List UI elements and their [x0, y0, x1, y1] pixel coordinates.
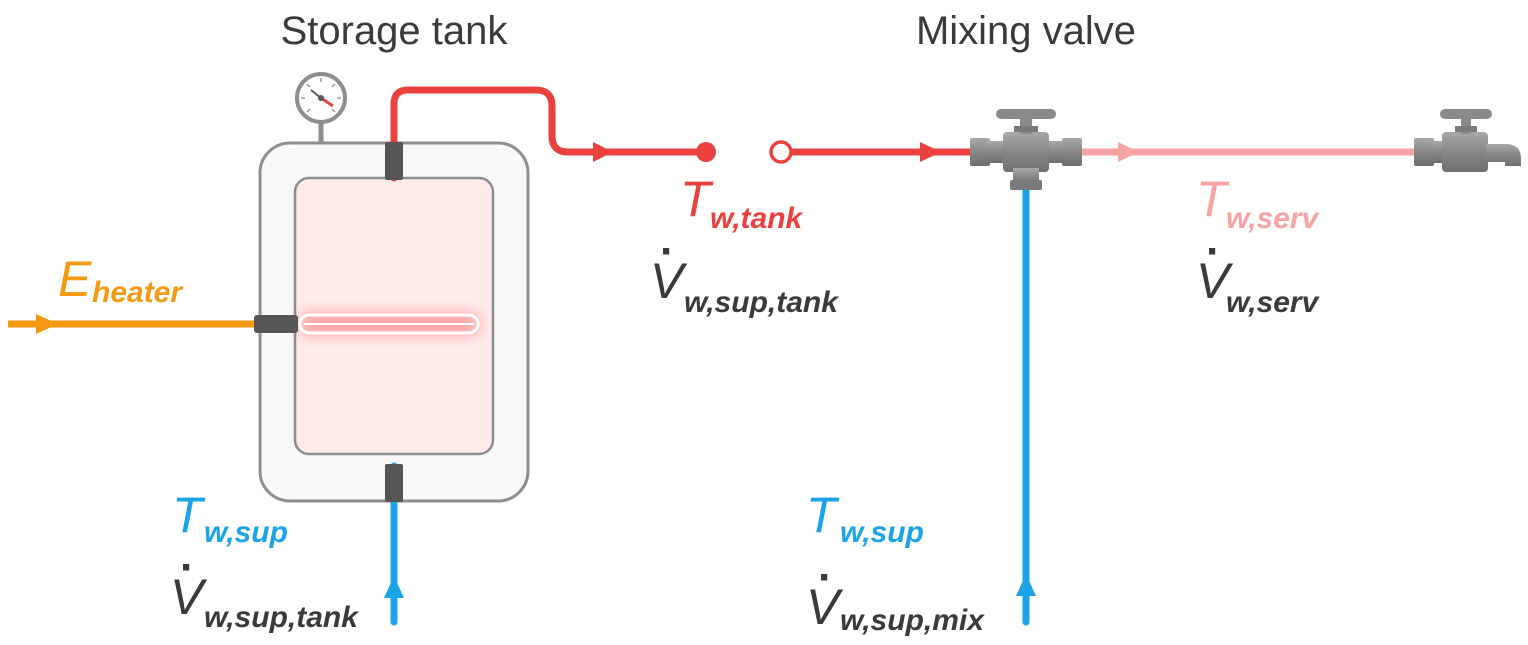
svg-text:w,tank: w,tank — [710, 202, 804, 235]
svg-text:T: T — [1196, 171, 1230, 227]
pressure-gauge-icon — [295, 72, 347, 146]
service-arrow — [1118, 142, 1139, 162]
svg-text:w,sup,tank: w,sup,tank — [204, 601, 359, 634]
svg-text:w,serv: w,serv — [1226, 286, 1321, 319]
tank-outlet-temperature-label: T w,tank — [680, 171, 804, 235]
mixing-valve-title: Mixing valve — [916, 9, 1136, 53]
heater-supply-arrow — [36, 314, 58, 334]
heating-element — [298, 313, 480, 335]
service-flow-label: · V w,serv — [1196, 227, 1321, 319]
svg-text:T: T — [172, 487, 206, 543]
hot-outlet-pipe — [390, 86, 710, 182]
tank-supply-temperature-label: T w,sup — [172, 487, 288, 549]
svg-text:·: · — [1206, 227, 1221, 276]
hot-inlet-connector — [769, 140, 793, 164]
cold-supply-tank-arrow — [384, 576, 404, 598]
cold-supply-mix-arrow — [1016, 574, 1036, 596]
svg-text:heater: heater — [92, 276, 184, 309]
svg-text:w,sup,mix: w,sup,mix — [840, 604, 985, 637]
mix-supply-flow-label: · V w,sup,mix — [806, 553, 985, 637]
hot-outlet-arrow — [593, 142, 613, 162]
heater-energy-label: E heater — [58, 251, 184, 309]
heater-nozzle — [254, 315, 298, 333]
svg-text:w,sup: w,sup — [204, 516, 288, 549]
tank-flow-label: · V w,sup,tank — [650, 227, 839, 319]
tank-supply-flow-label: · V w,sup,tank — [170, 543, 359, 634]
hot-outlet-connector — [696, 142, 716, 162]
svg-text:w,sup,tank: w,sup,tank — [684, 286, 839, 319]
hot-inlet-arrow — [920, 142, 941, 162]
svg-text:·: · — [818, 553, 833, 602]
svg-text:V: V — [806, 579, 844, 635]
svg-text:T: T — [806, 487, 840, 543]
tank-bottom-nozzle — [385, 464, 403, 502]
storage-tank-title: Storage tank — [281, 9, 509, 53]
mix-supply-temperature-label: T w,sup — [806, 487, 924, 549]
svg-text:·: · — [180, 543, 195, 592]
mixing-valve-icon — [970, 109, 1082, 190]
svg-text:T: T — [680, 171, 714, 227]
svg-text:V: V — [170, 569, 208, 625]
svg-text:V: V — [650, 253, 688, 309]
faucet-icon — [1414, 109, 1521, 172]
svg-text:·: · — [660, 227, 675, 276]
tank-top-nozzle — [385, 142, 403, 180]
svg-text:E: E — [58, 251, 92, 307]
service-temperature-label: T w,serv — [1196, 171, 1321, 235]
svg-text:w,serv: w,serv — [1226, 202, 1321, 235]
svg-text:w,sup: w,sup — [840, 516, 924, 549]
svg-text:V: V — [1196, 253, 1234, 309]
